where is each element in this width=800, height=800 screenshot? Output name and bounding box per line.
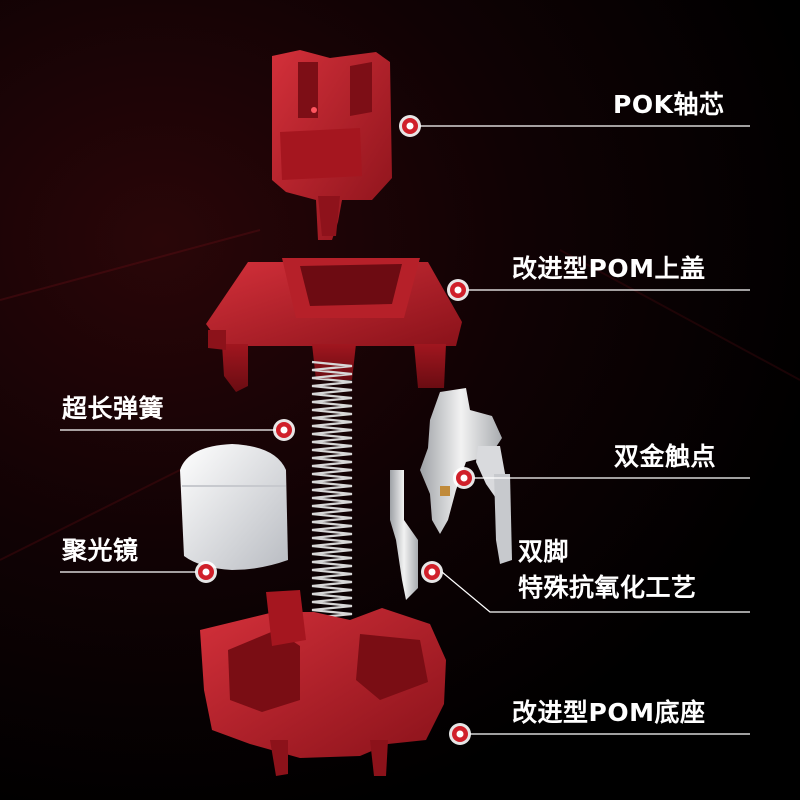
- lens-label: 聚光镜: [62, 536, 139, 565]
- bottom-housing-part: [200, 590, 446, 776]
- leader-lines: [60, 125, 750, 735]
- pins-marker-icon: [421, 561, 443, 583]
- spring-part: [311, 360, 353, 636]
- stem-marker-icon: [399, 115, 421, 137]
- bottom-housing-marker-icon: [449, 723, 471, 745]
- top-housing-label: 改进型POM上盖: [512, 254, 706, 283]
- lens-marker-icon: [195, 561, 217, 583]
- lens-part: [180, 444, 288, 570]
- pins-leader-line: [441, 571, 750, 613]
- contacts-marker-icon: [453, 467, 475, 489]
- stem-part: [272, 50, 392, 240]
- spring-label: 超长弹簧: [62, 394, 165, 423]
- background-streaks: [0, 229, 800, 561]
- markers: [195, 115, 475, 745]
- contacts-label: 双金触点: [614, 442, 717, 471]
- top-housing-marker-icon: [447, 279, 469, 301]
- pins-label-line2: 特殊抗氧化工艺: [518, 573, 697, 602]
- contacts-part: [390, 388, 512, 600]
- stem-label: POK轴芯: [613, 90, 725, 119]
- pins-label-line1: 双脚: [518, 537, 570, 566]
- bottom-housing-label: 改进型POM底座: [512, 698, 706, 727]
- top-housing-part: [206, 258, 462, 392]
- spring-marker-icon: [273, 419, 295, 441]
